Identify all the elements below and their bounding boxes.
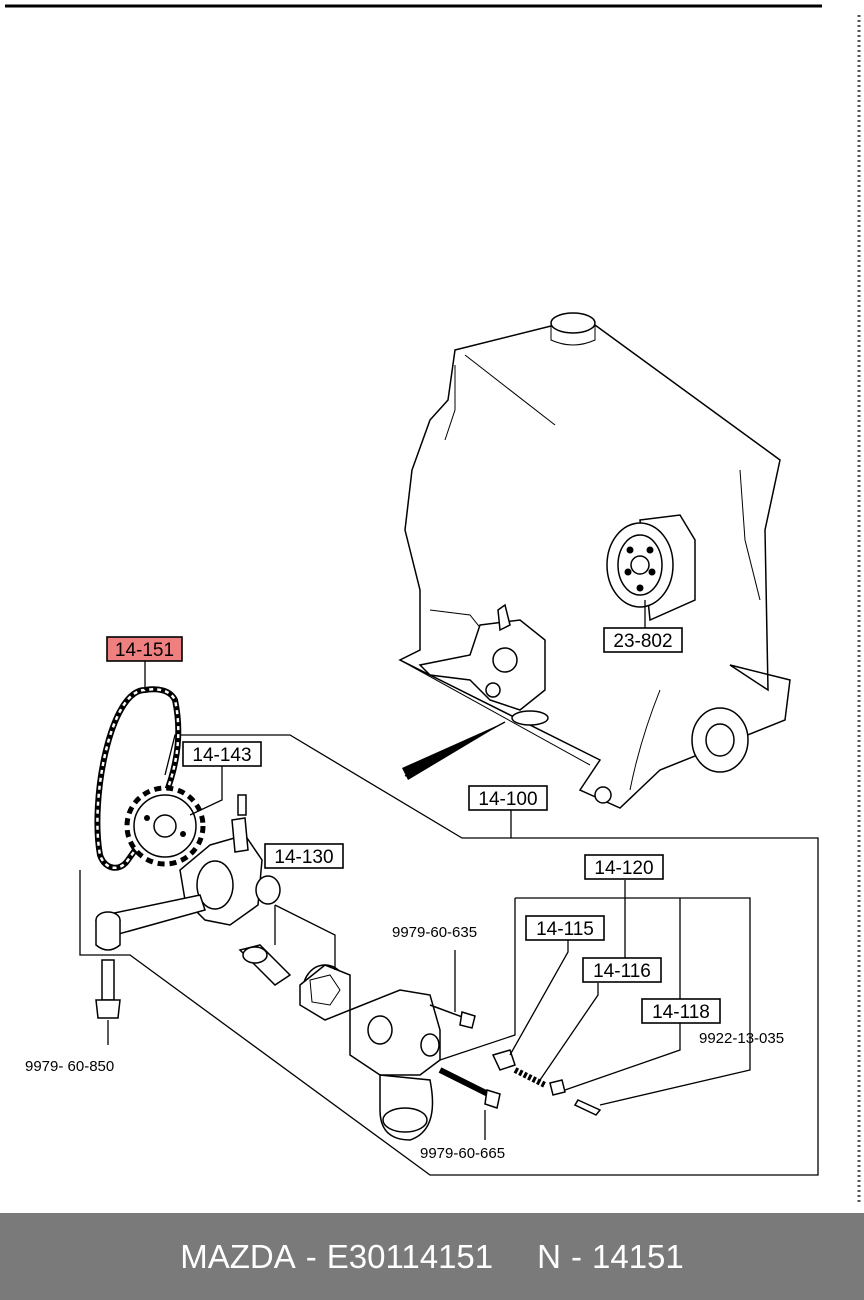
callout-14-116[interactable]: 14-116 <box>582 957 662 983</box>
footer-separator: - <box>305 1237 317 1275</box>
engine-block <box>398 312 791 809</box>
svg-text:14-115: 14-115 <box>536 919 594 940</box>
bolt-665 <box>438 1067 501 1140</box>
footer-code: E30114151 <box>326 1237 494 1275</box>
svg-text:14-120: 14-120 <box>594 858 653 879</box>
sprocket <box>124 785 206 867</box>
leader-lines-14-120 <box>144 660 751 1106</box>
rotor-set <box>238 904 351 1021</box>
footer-bar: MAZDA - E30114151 N - 14151 <box>0 1213 864 1300</box>
footer-n-value: 14151 <box>591 1237 684 1275</box>
svg-text:14-118: 14-118 <box>652 1002 710 1023</box>
footer-separator-2: - <box>570 1237 582 1275</box>
callout-14-151[interactable]: 14-151 <box>106 636 183 662</box>
part-number-9979-60-665[interactable]: 9979-60-665 <box>420 1145 505 1162</box>
parts-diagram: 14-151 14-143 23-802 14-100 14-130 14-12… <box>5 4 861 1205</box>
assembly-outline <box>79 734 819 1176</box>
callout-14-118[interactable]: 14-118 <box>641 998 721 1024</box>
svg-text:23-802: 23-802 <box>613 631 672 652</box>
part-number-9979-60-635[interactable]: 9979-60-635 <box>392 924 477 941</box>
leader-line <box>404 721 506 777</box>
svg-text:14-143: 14-143 <box>192 745 251 766</box>
svg-text:14-100: 14-100 <box>478 789 537 810</box>
oil-filter <box>606 514 696 628</box>
callout-23-802[interactable]: 23-802 <box>603 627 683 653</box>
svg-text:14-151: 14-151 <box>115 640 174 661</box>
callout-14-130[interactable]: 14-130 <box>264 843 344 869</box>
footer-n-label: N <box>537 1237 561 1275</box>
callout-14-100[interactable]: 14-100 <box>468 785 548 811</box>
bolt-850 <box>95 959 121 1045</box>
callout-14-143[interactable]: 14-143 <box>182 741 262 767</box>
footer-brand: MAZDA <box>180 1237 296 1275</box>
relief-valve <box>491 1049 602 1116</box>
svg-text:14-130: 14-130 <box>274 847 333 868</box>
oil-pump-body <box>95 794 281 951</box>
part-number-9922-13-035[interactable]: 9922-13-035 <box>699 1030 784 1047</box>
svg-text:14-116: 14-116 <box>593 961 651 982</box>
pump-cover <box>349 989 441 1141</box>
oil-pump-chain <box>94 686 182 871</box>
bolt-635 <box>429 950 476 1029</box>
part-number-9979-60-850[interactable]: 9979- 60-850 <box>25 1058 114 1075</box>
callout-14-115[interactable]: 14-115 <box>525 915 605 941</box>
callout-14-120[interactable]: 14-120 <box>584 854 664 880</box>
